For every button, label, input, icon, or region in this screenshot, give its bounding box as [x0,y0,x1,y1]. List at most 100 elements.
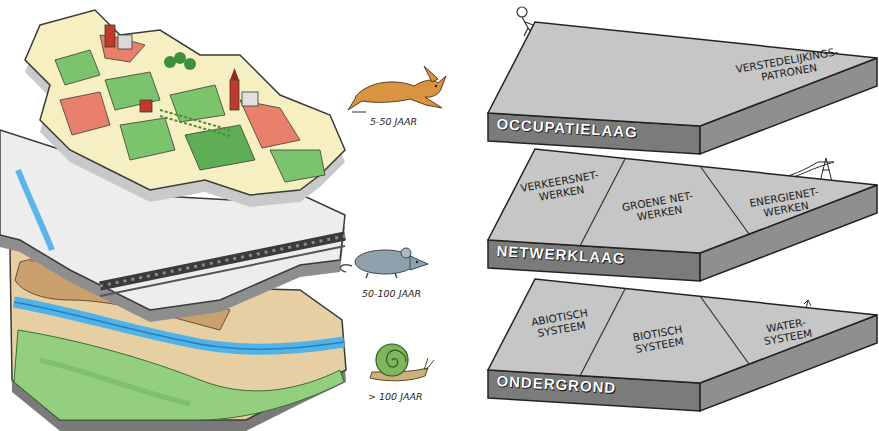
sketch-stroke [164,56,176,68]
sketch-stroke [416,261,418,263]
sketch-stroke [18,170,52,250]
sketch-stroke [355,250,415,274]
sketch-stroke [242,92,258,106]
sketch-stroke [690,50,710,72]
sketch-stroke [230,80,239,110]
sketch-stroke [500,168,630,222]
sketch-stroke [30,247,110,262]
sketch-stroke [370,368,428,381]
sketch-stroke [401,248,411,258]
sketch-stroke [667,171,677,181]
sketch-stroke [640,325,688,327]
sketch-stroke [25,10,345,195]
sketch-stroke [230,68,239,80]
sketch-stroke [567,67,577,77]
sketch-stroke [500,168,630,222]
sketch-stroke [0,130,345,310]
sketch-stroke [572,77,573,84]
sketch-stroke [14,302,344,349]
sketch-stroke [40,360,190,404]
sketch-stroke [105,72,160,110]
slab-top-face [488,279,877,383]
period-label: 50-100 JAAR [362,288,421,299]
sketch-stroke [517,7,527,17]
mouse-icon [340,248,428,278]
sketch-stroke [240,100,300,148]
network-layer [0,130,345,322]
sketch-stroke [185,125,255,170]
sketch-stroke [160,110,230,136]
sketch-stroke [646,337,694,339]
slab-top-face [488,149,877,253]
region-divider [700,296,749,364]
sketch-stroke [174,52,186,64]
subsurface-layer [10,224,346,431]
planner-figure [517,7,546,36]
occupation-layer [25,10,345,207]
region-divider [700,166,749,234]
sketch-stroke [120,118,175,160]
sketch-stroke [366,273,397,278]
sketch-stroke [340,265,352,272]
sketch-stroke [685,309,695,315]
sketch-stroke [100,236,345,286]
sketch-stroke [630,48,648,78]
sketch-stroke [170,85,225,122]
sketch-stroke [648,177,684,196]
sketch-stroke [348,76,446,110]
sketch-stroke [14,302,344,349]
sketch-stroke [800,300,811,338]
sketch-stroke [652,50,672,76]
sketch-stroke [55,50,100,85]
sketch-stroke [655,175,665,185]
snail-icon [370,344,434,381]
sketch-stroke [100,246,345,296]
sketch-stroke [524,339,572,341]
sketch-stroke [598,58,612,80]
sketch-stroke [140,100,152,112]
hare-icon [348,66,446,112]
slab-top-face [488,22,877,126]
sketch-stroke [580,62,594,80]
sketch-stroke [676,46,686,74]
sketch-stroke [100,35,145,62]
sketch-stroke [424,358,434,370]
subsurface-slab: ONDERGRONDABIOTISCH SYSTEEMBIOTISCH SYST… [485,275,879,415]
sketch-stroke [270,150,325,182]
slab-outline [485,18,879,158]
sketch-stroke [716,56,724,64]
sketch-stroke [768,162,834,180]
sketch-stroke [352,112,366,113]
period-label: 5-50 JAAR [370,116,417,127]
sketch-stroke [643,181,653,191]
sketch-stroke [424,66,438,82]
sketch-stroke [520,349,568,351]
sketch-stroke [532,28,546,33]
sketch-stroke [118,35,132,49]
sketch-stroke [25,22,345,207]
sketch-stroke [435,85,437,87]
sketch-stroke [387,350,406,367]
occupation-slab: OCCUPATIELAAGVERSTEDELIJKINGS- PATRONEN [485,18,879,158]
network-slab: NETWERKLAAGVERKEERSNET- WERKENGROENE NET… [485,145,879,285]
sketch-stroke [15,257,230,330]
sketch-stroke [768,176,784,202]
sketch-stroke [616,40,628,80]
sketch-stroke [410,256,428,270]
sketch-stroke [10,224,346,420]
sketch-stroke [818,158,834,182]
sketch-stroke [184,58,196,70]
city-sketch [567,40,724,84]
sketch-stroke [0,142,345,322]
sketch-stroke [684,315,696,318]
sketch-stroke [376,344,408,376]
network-sketch [500,158,834,222]
sketch-stroke [100,236,345,286]
region-divider [580,289,625,376]
sketch-stroke [679,167,689,177]
sketch-stroke [14,330,344,420]
sketch-stroke [10,236,346,431]
sketch-stroke [105,25,115,47]
